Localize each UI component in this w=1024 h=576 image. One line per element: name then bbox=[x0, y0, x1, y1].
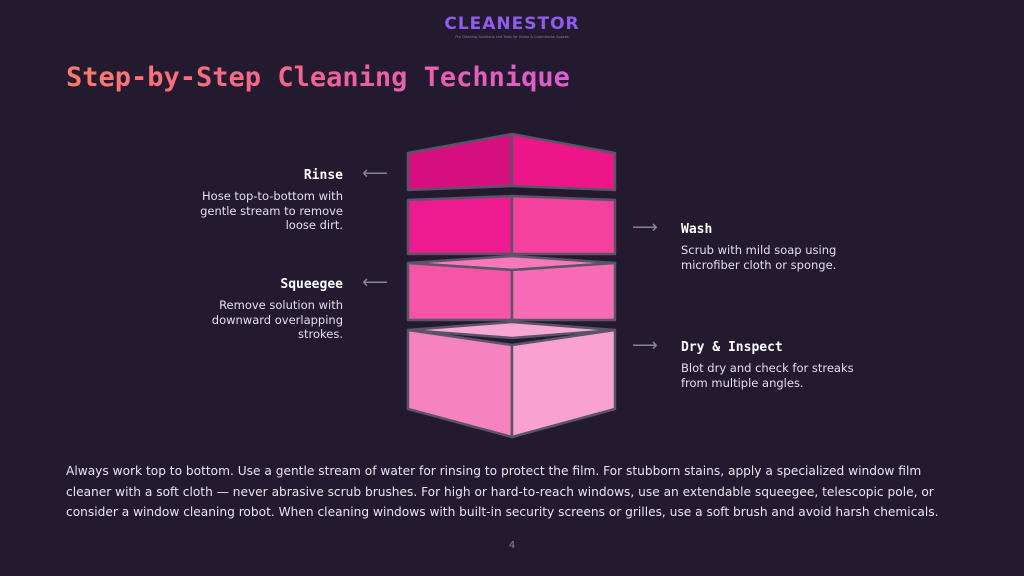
brand-logo: CLEANESTOR Pro Cleaning Solutions and To… bbox=[0, 14, 1024, 39]
layer-1-right bbox=[510, 132, 617, 192]
step-dry-inspect: Dry & Inspect Blot dry and check for str… bbox=[681, 340, 866, 390]
step-wash-title: Wash bbox=[681, 222, 713, 237]
layer-2-left bbox=[406, 194, 514, 256]
step-rinse-title: Rinse bbox=[303, 168, 343, 183]
layer-1-left bbox=[406, 132, 514, 192]
arrow-right-icon: ⟶ bbox=[632, 217, 658, 238]
body-paragraph: Always work top to bottom. Use a gentle … bbox=[66, 464, 939, 519]
layer-3-left bbox=[406, 261, 514, 322]
arrow-left-icon: ⟵ bbox=[362, 272, 388, 293]
step-squeegee-description: Remove solution with downward overlappin… bbox=[211, 298, 343, 341]
step-wash: Wash Scrub with mild soap using microfib… bbox=[681, 222, 861, 272]
step-squeegee-title: Squeegee bbox=[280, 277, 343, 292]
brand-tagline: Pro Cleaning Solutions and Tools for Hom… bbox=[455, 35, 569, 39]
page-number: 4 bbox=[508, 540, 516, 551]
layer-4-left bbox=[406, 328, 514, 439]
layer-3-right bbox=[510, 261, 617, 322]
step-squeegee: Squeegee Remove solution with downward o… bbox=[193, 277, 343, 342]
arrow-right-icon: ⟶ bbox=[632, 335, 658, 356]
brand-name: CLEANESTOR bbox=[444, 14, 580, 34]
step-dry-description: Blot dry and check for streaks from mult… bbox=[681, 361, 854, 390]
arrow-left-icon: ⟵ bbox=[362, 163, 388, 184]
step-wash-description: Scrub with mild soap using microfiber cl… bbox=[681, 243, 837, 272]
step-dry-title: Dry & Inspect bbox=[681, 340, 783, 355]
slide-title: Step-by-Step Cleaning Technique bbox=[66, 58, 570, 98]
layer-4-right bbox=[510, 328, 617, 439]
step-rinse: Rinse Hose top-to-bottom with gentle str… bbox=[183, 168, 343, 233]
step-rinse-description: Hose top-to-bottom with gentle stream to… bbox=[200, 189, 343, 232]
layer-2-right bbox=[510, 194, 617, 256]
